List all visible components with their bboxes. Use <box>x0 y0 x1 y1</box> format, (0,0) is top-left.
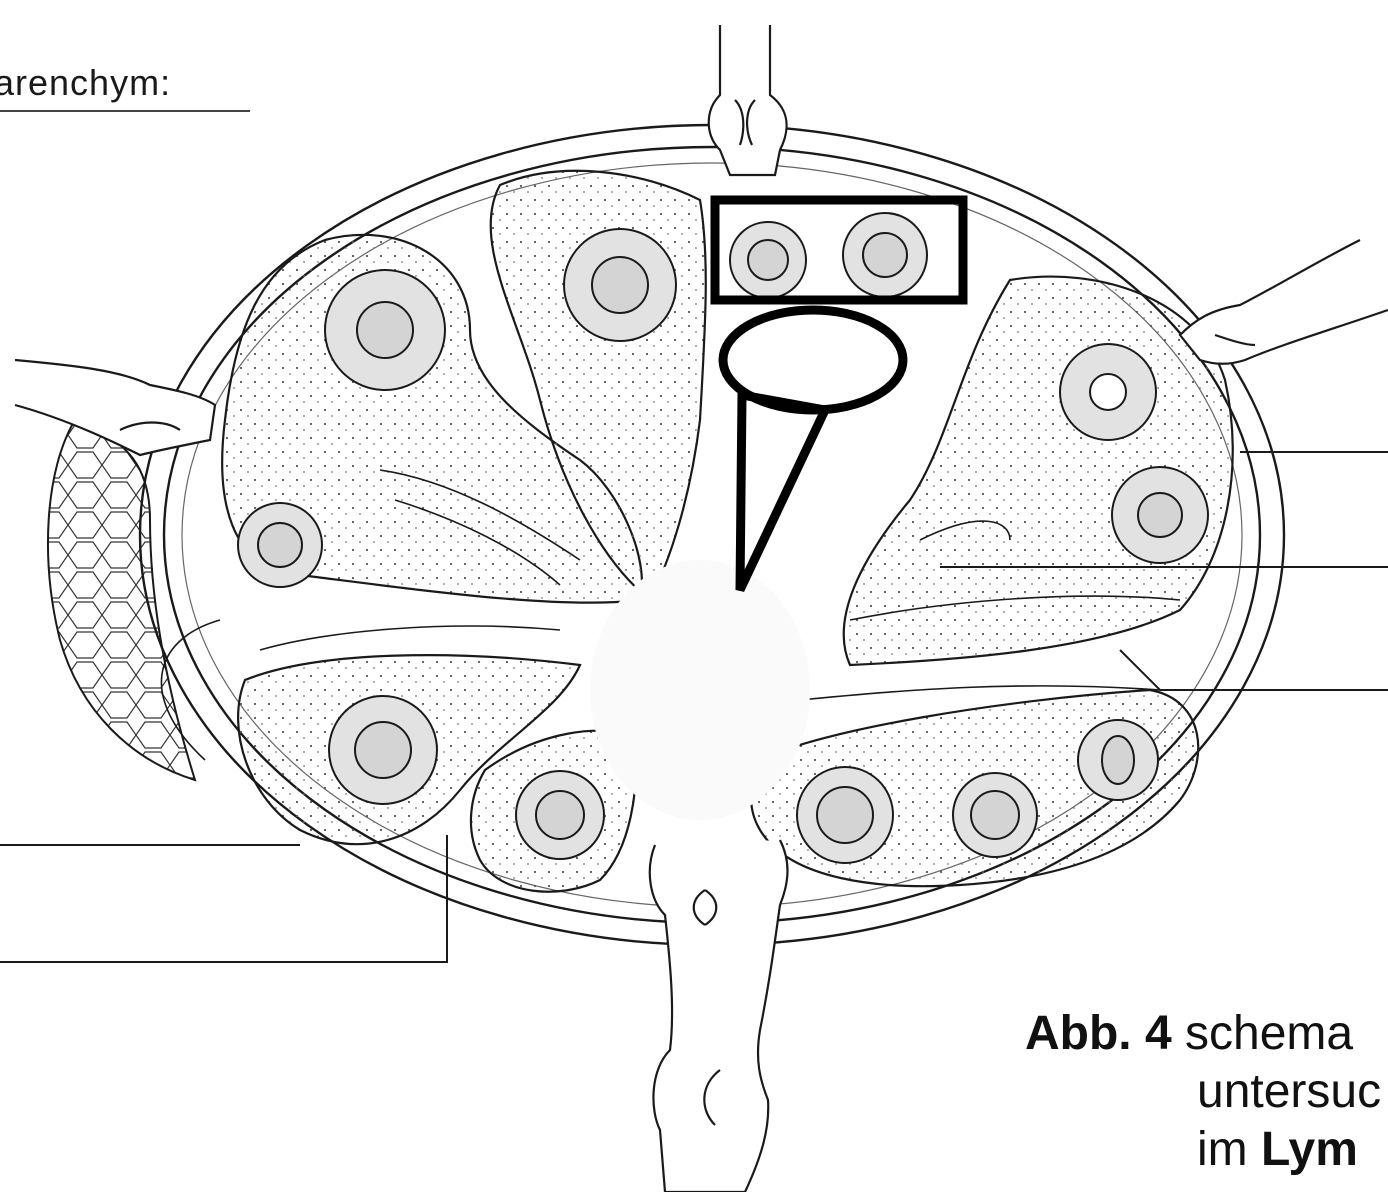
follicle <box>1112 467 1208 563</box>
follicle <box>1060 344 1156 440</box>
follicle <box>325 270 445 390</box>
caption-line-1: Abb. 4 schema <box>1025 1005 1381 1063</box>
caption-line-3-bold: Lym <box>1261 1123 1358 1176</box>
follicle <box>953 773 1037 857</box>
follicle <box>564 229 676 341</box>
adipose-tissue <box>48 420 195 780</box>
follicle <box>730 222 806 298</box>
medulla <box>590 560 810 820</box>
caption-line-1-text: schema <box>1172 1007 1353 1060</box>
highlight-triangle <box>740 395 825 590</box>
follicle <box>329 696 437 804</box>
follicle <box>1078 720 1158 800</box>
heading-underline <box>0 110 250 112</box>
caption-line-3-plain: im <box>1197 1123 1261 1176</box>
caption-line-3: im Lym <box>1025 1121 1381 1179</box>
label-line-left-bottom <box>0 835 447 962</box>
afferent-vessel-top <box>709 25 787 175</box>
efferent-vessel-hilum <box>650 840 788 1192</box>
caption-line-2: untersuc <box>1025 1063 1381 1121</box>
label-line-right-bottom <box>1120 650 1388 690</box>
caption-figure-number: Abb. 4 <box>1025 1007 1172 1060</box>
afferent-vessel-right <box>1180 240 1388 364</box>
figure-caption: Abb. 4 schema untersuc im Lym <box>1025 1005 1381 1179</box>
section-heading: arenchym: <box>0 62 171 104</box>
follicle <box>516 771 604 859</box>
follicle <box>843 213 927 297</box>
follicle <box>797 767 893 863</box>
follicle <box>238 503 322 587</box>
